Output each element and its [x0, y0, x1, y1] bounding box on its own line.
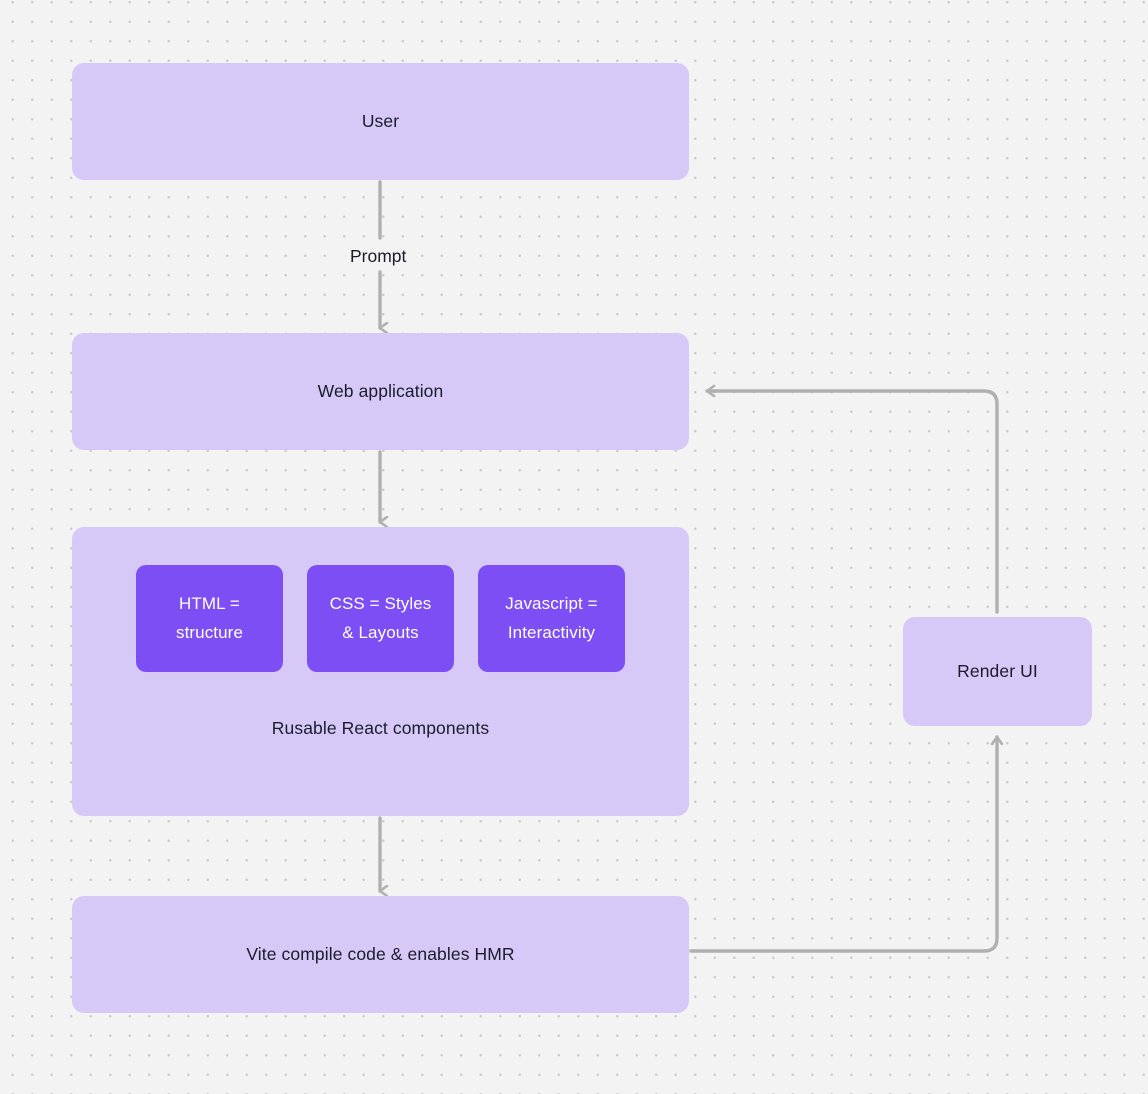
edge-render-to-webapp — [705, 384, 999, 614]
node-user-label: User — [361, 110, 400, 131]
node-render-ui[interactable]: Render UI — [903, 617, 1092, 726]
edge-label-prompt: Prompt — [343, 245, 414, 268]
node-vite[interactable]: Vite compile code & enables HMR — [72, 896, 689, 1013]
chip-css[interactable]: CSS = Styles& Layouts — [307, 565, 454, 672]
chip-javascript-text: Javascript =Interactivity — [505, 593, 598, 642]
chip-html[interactable]: HTML =structure — [136, 565, 283, 672]
node-render-ui-label: Render UI — [957, 660, 1038, 681]
chip-javascript[interactable]: Javascript =Interactivity — [478, 565, 625, 672]
components-group-caption: Rusable React components — [271, 718, 490, 738]
edge-vite-to-render — [689, 735, 1004, 953]
node-react-components-group[interactable]: HTML =structure CSS = Styles& Layouts Ja… — [72, 527, 689, 816]
node-user[interactable]: User — [72, 63, 689, 180]
components-group-inner: HTML =structure CSS = Styles& Layouts Ja… — [72, 527, 689, 816]
chip-row: HTML =structure CSS = Styles& Layouts Ja… — [72, 565, 689, 672]
node-vite-label: Vite compile code & enables HMR — [246, 943, 515, 964]
node-web-application-label: Web application — [317, 380, 444, 401]
chip-html-text: HTML =structure — [175, 593, 244, 642]
node-web-application[interactable]: Web application — [72, 333, 689, 450]
chip-css-text: CSS = Styles& Layouts — [329, 593, 432, 642]
